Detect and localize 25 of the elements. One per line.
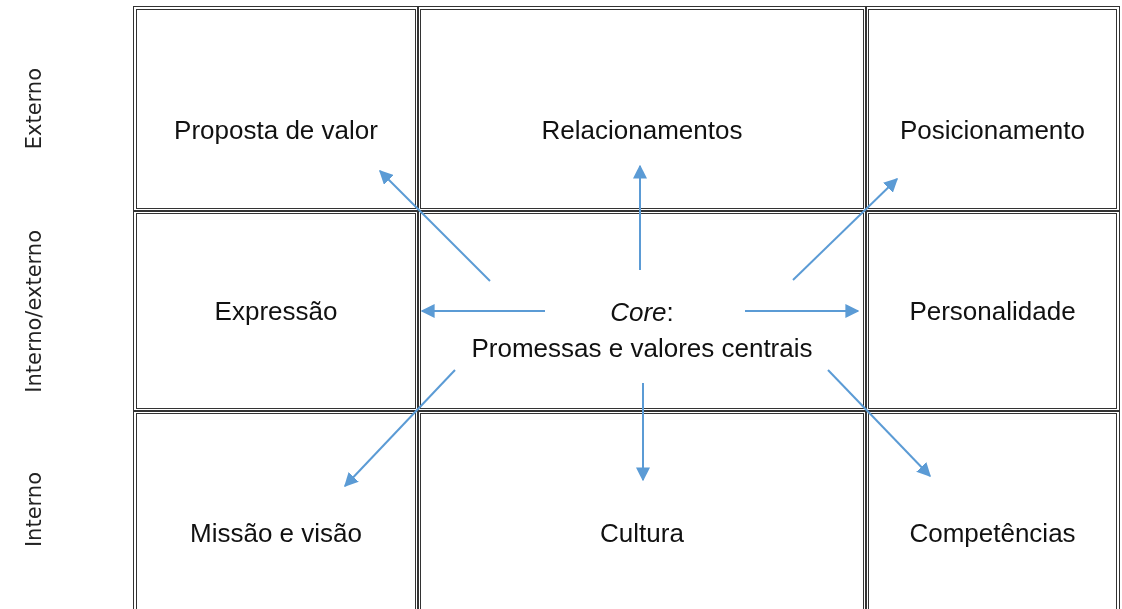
cell-label: Personalidade	[909, 295, 1076, 327]
cell-label: Competências	[909, 518, 1076, 549]
grid-cell	[417, 210, 867, 412]
cell-label: Expressão	[214, 295, 338, 327]
cell-label: Cultura	[600, 518, 684, 549]
grid-cell	[133, 210, 419, 412]
row-label: Externo	[22, 68, 46, 150]
grid-cell	[133, 410, 419, 609]
row-label: Interno/externo	[22, 229, 46, 393]
arrow	[744, 304, 860, 318]
cell-label: Posicionamento	[900, 115, 1085, 146]
cell-label: Missão e visão	[190, 518, 362, 549]
arrow	[420, 304, 546, 318]
cell-label: Proposta de valor	[174, 115, 378, 146]
row-label: Interno	[22, 471, 46, 548]
grid-cell	[865, 410, 1120, 609]
arrow	[636, 382, 650, 482]
grid-cell	[417, 410, 867, 609]
arrow	[633, 164, 647, 271]
grid-cell	[417, 6, 867, 212]
grid-cell	[865, 6, 1120, 212]
cell-label: Relacionamentos	[541, 115, 743, 146]
cell-label: Core: Promessas e valores centrais	[470, 296, 814, 365]
grid-cell	[865, 210, 1120, 412]
grid-cell	[133, 6, 419, 212]
